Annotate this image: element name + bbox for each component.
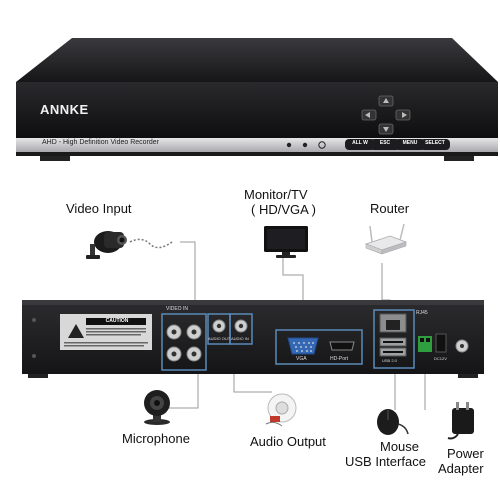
usb-label: USB 2.0: [382, 358, 397, 363]
monitor-icon: [264, 226, 308, 258]
front-button-all[interactable]: ALL W: [352, 140, 368, 146]
power-label-line2: Adapter: [438, 461, 484, 476]
dvr-top-surface: [16, 38, 498, 82]
rear-panel-illustration: [22, 300, 484, 378]
power-label-line1: Power: [447, 446, 484, 461]
model-text: AHD - High Definition Video Recorder: [42, 139, 159, 146]
router-icon: [364, 223, 408, 255]
led-indicator-icon: [286, 142, 292, 148]
dc-label: DC12V: [434, 356, 447, 361]
vga-port-icon: [287, 337, 319, 355]
router-label: Router: [370, 201, 410, 216]
dvr-rear-panel: CAUTION VIDEO IN AUDIO OUT AUDIO IN VGA …: [22, 298, 484, 378]
rj45-label: RJ45: [416, 310, 428, 316]
audio-out-label: AUDIO OUT: [208, 336, 231, 341]
mouse-label-line2: USB Interface: [345, 454, 426, 469]
audio-output-label: Audio Output: [250, 434, 326, 449]
power-switch-icon: [435, 333, 447, 353]
video-in-highlight: [161, 313, 207, 371]
video-input-label: Video Input: [66, 201, 132, 216]
microphone-label: Microphone: [122, 431, 190, 446]
caution-title: CAUTION: [105, 318, 129, 324]
speaker-icon: [265, 393, 297, 427]
camera-icon: [86, 231, 173, 259]
brand-logo: ANNKE: [40, 102, 89, 117]
audio-in-label: AUDIO IN: [231, 336, 249, 341]
monitor-label-line1: Monitor/TV: [244, 187, 308, 202]
hdmi-port-icon: [329, 341, 355, 351]
mouse-label-line1: Mouse: [380, 439, 420, 454]
bnc-connectors: [166, 324, 202, 362]
front-button-select[interactable]: SELECT: [425, 140, 445, 146]
dvr-front-illustration: [16, 38, 498, 161]
monitor-label-line2: ( HD/VGA ): [251, 202, 317, 217]
video-in-label: VIDEO IN: [166, 306, 188, 312]
front-button-menu[interactable]: MENU: [402, 140, 418, 146]
mouse-icon: [377, 409, 409, 435]
dvr-front-unit: ANNKE AHD - High Definition Video Record…: [0, 0, 500, 180]
hd-port-label: HD-Port: [330, 356, 349, 362]
dpad-icon: [361, 95, 411, 135]
display-ports-highlight: [275, 329, 363, 365]
front-button-esc[interactable]: ESC: [379, 140, 391, 146]
power-adapter-icon: [447, 402, 474, 440]
dvr-front-face: [16, 82, 498, 138]
microphone-icon: [144, 390, 170, 425]
vga-label: VGA: [296, 356, 307, 362]
